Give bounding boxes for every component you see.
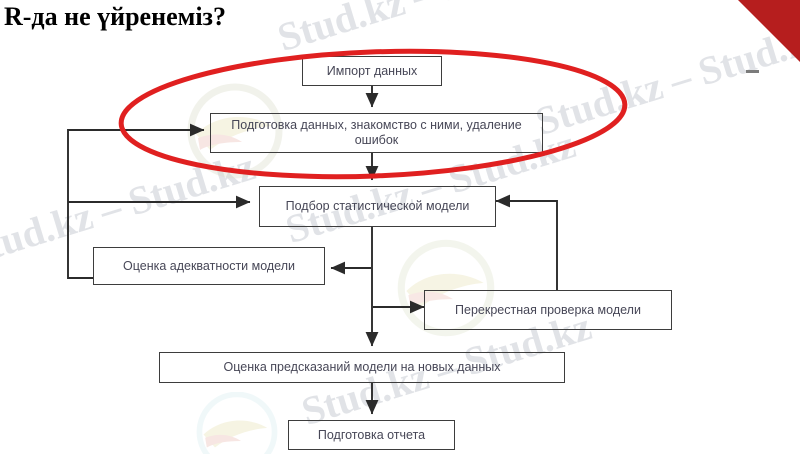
node-prepare[interactable]: Подготовка данных, знакомство с ними, уд… [210, 113, 543, 153]
page-title: R-да не үйренеміз? [4, 2, 226, 31]
dash-marker [746, 70, 759, 73]
edge-crossvalid-to-select [495, 194, 558, 290]
node-predictions[interactable]: Оценка предсказаний модели на новых данн… [159, 352, 565, 383]
corner-triangle-decoration [738, 0, 800, 62]
node-import[interactable]: Импорт данных [302, 56, 442, 86]
node-crossvalidation[interactable]: Перекрестная проверка модели [424, 290, 672, 330]
node-select-model[interactable]: Подбор статистической модели [259, 186, 496, 227]
node-report[interactable]: Подготовка отчета [288, 420, 455, 450]
node-adequacy[interactable]: Оценка адекватности модели [93, 247, 325, 285]
